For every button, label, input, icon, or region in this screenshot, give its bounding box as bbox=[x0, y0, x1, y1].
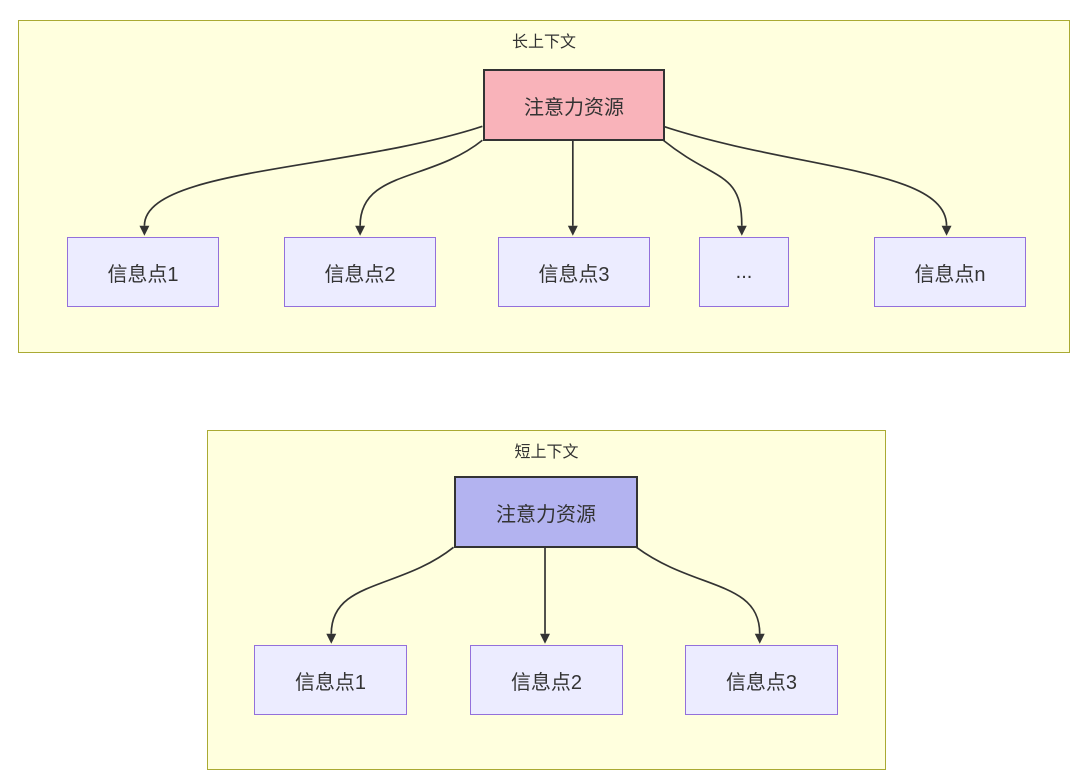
long-attention-label: 注意力资源 bbox=[524, 96, 624, 119]
edge-attention-to-info3 bbox=[635, 546, 761, 634]
short-info-node-2: 信息点2 bbox=[470, 645, 623, 715]
long-info-node-ellipsis: ... bbox=[699, 237, 789, 307]
edge-attention-to-info1 bbox=[143, 125, 483, 226]
arrowhead-dots bbox=[736, 225, 747, 236]
short-info-label-3: 信息点3 bbox=[725, 671, 798, 694]
long-info-label-ellipsis: ... bbox=[735, 260, 753, 283]
edge-attention-to-info1 bbox=[330, 546, 455, 634]
short-info-label-1: 信息点1 bbox=[294, 671, 367, 694]
short-attention-label: 注意力资源 bbox=[496, 503, 596, 526]
arrowhead-info2 bbox=[540, 633, 550, 644]
short-info-node-1: 信息点1 bbox=[254, 645, 407, 715]
panel-short-context-title: 短上下文 bbox=[514, 444, 579, 461]
long-info-node-3: 信息点3 bbox=[498, 237, 650, 307]
short-attention-node: 注意力资源 bbox=[454, 476, 638, 548]
long-info-node-1: 信息点1 bbox=[67, 237, 219, 307]
long-info-label-3: 信息点3 bbox=[538, 263, 610, 286]
edge-attention-to-dots bbox=[662, 139, 743, 226]
panel-short-context: 短上下文 注意力资源 信息点1 信息点2 信息点3 bbox=[207, 430, 886, 770]
arrowhead-infon bbox=[941, 225, 952, 236]
arrowhead-info3 bbox=[567, 225, 578, 236]
long-attention-node: 注意力资源 bbox=[483, 69, 665, 141]
panel-long-context-title: 长上下文 bbox=[511, 34, 576, 51]
arrowhead-info1 bbox=[139, 225, 150, 236]
arrowhead-info1 bbox=[326, 633, 337, 644]
short-info-label-2: 信息点2 bbox=[510, 671, 583, 694]
long-info-node-2: 信息点2 bbox=[284, 237, 436, 307]
arrowhead-info3 bbox=[754, 633, 765, 644]
edge-attention-to-infon bbox=[663, 125, 948, 226]
long-info-label-2: 信息点2 bbox=[324, 263, 396, 286]
edge-attention-to-info2 bbox=[359, 139, 483, 226]
short-info-node-3: 信息点3 bbox=[685, 645, 838, 715]
long-info-label-1: 信息点1 bbox=[107, 263, 179, 286]
long-info-label-n: 信息点n bbox=[914, 263, 986, 286]
arrowhead-info2 bbox=[355, 225, 366, 236]
panel-long-context: 长上下文 注意力资源 信息点1 信息点2 信息点3 ... bbox=[18, 20, 1070, 353]
long-info-node-n: 信息点n bbox=[874, 237, 1026, 307]
